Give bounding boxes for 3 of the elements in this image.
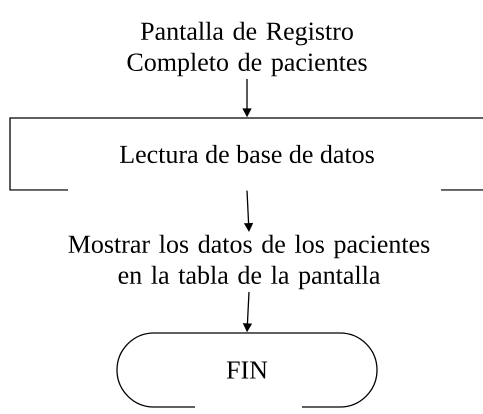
process-box: Lectura de base de datos <box>9 117 483 191</box>
flow-text: Mostrar los datos de los pacientes en la tabla de la pantalla <box>68 234 430 290</box>
flow-text: Pantalla de Registro Completo de pacientes <box>128 22 367 76</box>
